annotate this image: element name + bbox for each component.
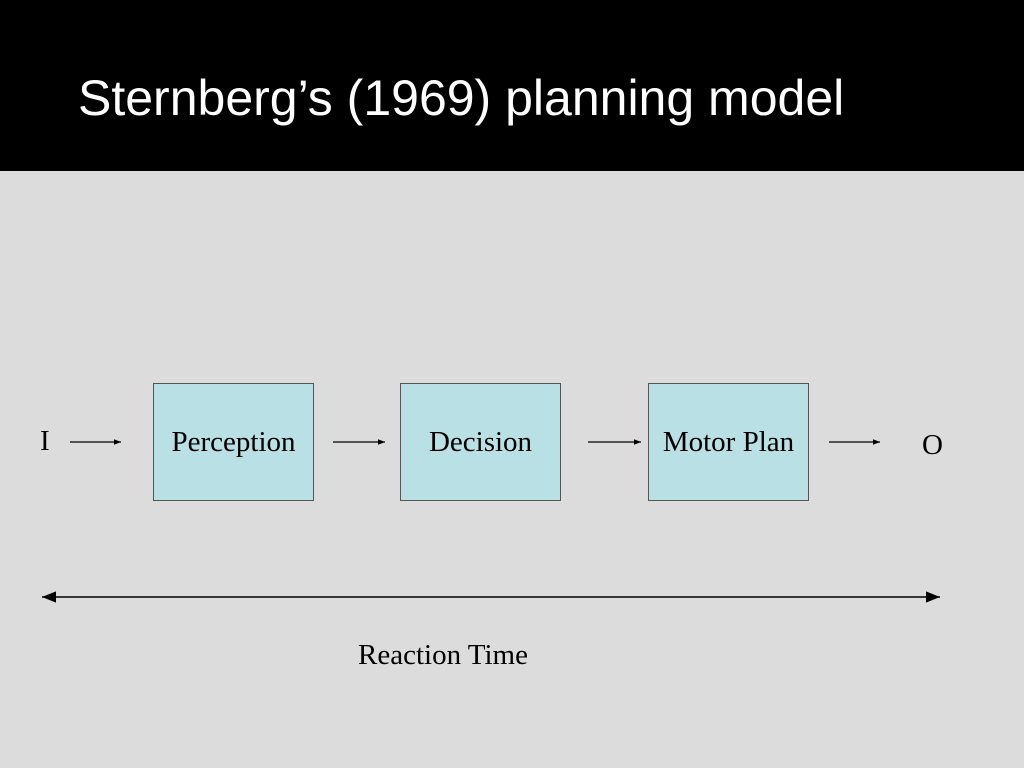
stage-box-perception: Perception (153, 383, 314, 501)
reaction-time-label: Reaction Time (358, 639, 528, 671)
title-bar: Sternberg’s (1969) planning model (0, 0, 1024, 171)
output-label: O (922, 429, 943, 461)
stage-box-motor-plan: Motor Plan (648, 383, 809, 501)
stage-box-decision: Decision (400, 383, 561, 501)
input-label: I (40, 425, 50, 457)
slide-title: Sternberg’s (1969) planning model (78, 70, 845, 126)
